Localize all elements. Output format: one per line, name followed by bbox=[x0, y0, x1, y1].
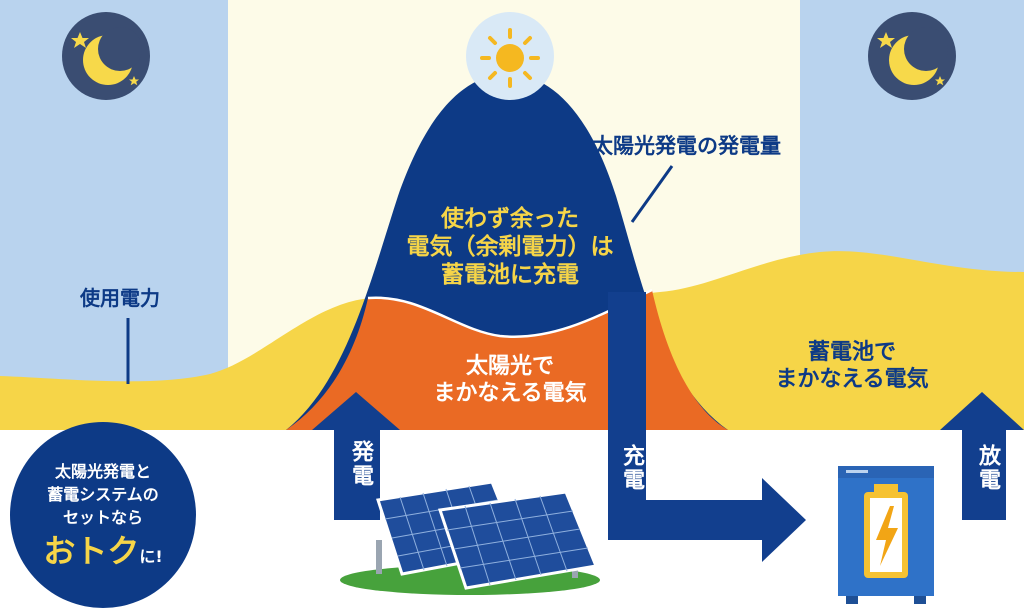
solar-panel-icon bbox=[340, 480, 600, 595]
badge-emphasis: おトク bbox=[43, 532, 140, 570]
generation-leader-line bbox=[630, 165, 674, 223]
charge-arrow-label: 充電 bbox=[619, 444, 644, 492]
discharge-arrow-label: 放電 bbox=[975, 444, 1000, 492]
battery-covered-line-2: まかなえる電気 bbox=[775, 366, 929, 392]
promo-badge: 太陽光発電と 蓄電システムの セットなら おトクに! bbox=[10, 422, 196, 608]
solar-covered-line-1: 太陽光で bbox=[465, 354, 554, 379]
battery-covered-label: 蓄電池で まかなえる電気 bbox=[742, 340, 962, 394]
solar-covered-label: 太陽光で まかなえる電気 bbox=[400, 354, 620, 408]
solar-covered-line-2: まかなえる電気 bbox=[433, 380, 587, 406]
discharge-arrow bbox=[940, 392, 1024, 520]
surplus-label: 使わず余った 電気（余剰電力）は 蓄電池に充電 bbox=[380, 205, 640, 289]
charge-arrow bbox=[608, 292, 806, 562]
power-usage-label: 使用電力 bbox=[80, 286, 160, 310]
badge-line-3: セットなら bbox=[62, 508, 143, 527]
surplus-line-3: 蓄電池に充電 bbox=[441, 262, 579, 289]
generation-amount-label: 太陽光発電の発電量 bbox=[592, 134, 781, 160]
badge-line-2: 蓄電システムの bbox=[47, 485, 159, 504]
generate-arrow bbox=[312, 392, 400, 520]
generation-amount-text: 太陽光発電の発電量 bbox=[592, 134, 781, 158]
generate-arrow-label: 発電 bbox=[348, 440, 373, 488]
battery-covered-line-1: 蓄電池で bbox=[807, 340, 896, 365]
moon-stars-icon bbox=[62, 12, 150, 100]
surplus-line-2: 電気（余剰電力）は bbox=[406, 234, 614, 261]
sun-icon bbox=[466, 12, 554, 100]
battery-lightning-icon bbox=[838, 466, 934, 604]
moon-stars-icon bbox=[868, 12, 956, 100]
surplus-line-1: 使わず余った bbox=[441, 206, 579, 232]
badge-line-1: 太陽光発電と bbox=[54, 462, 151, 481]
badge-suffix: に! bbox=[139, 547, 163, 566]
power-usage-text: 使用電力 bbox=[80, 286, 160, 310]
